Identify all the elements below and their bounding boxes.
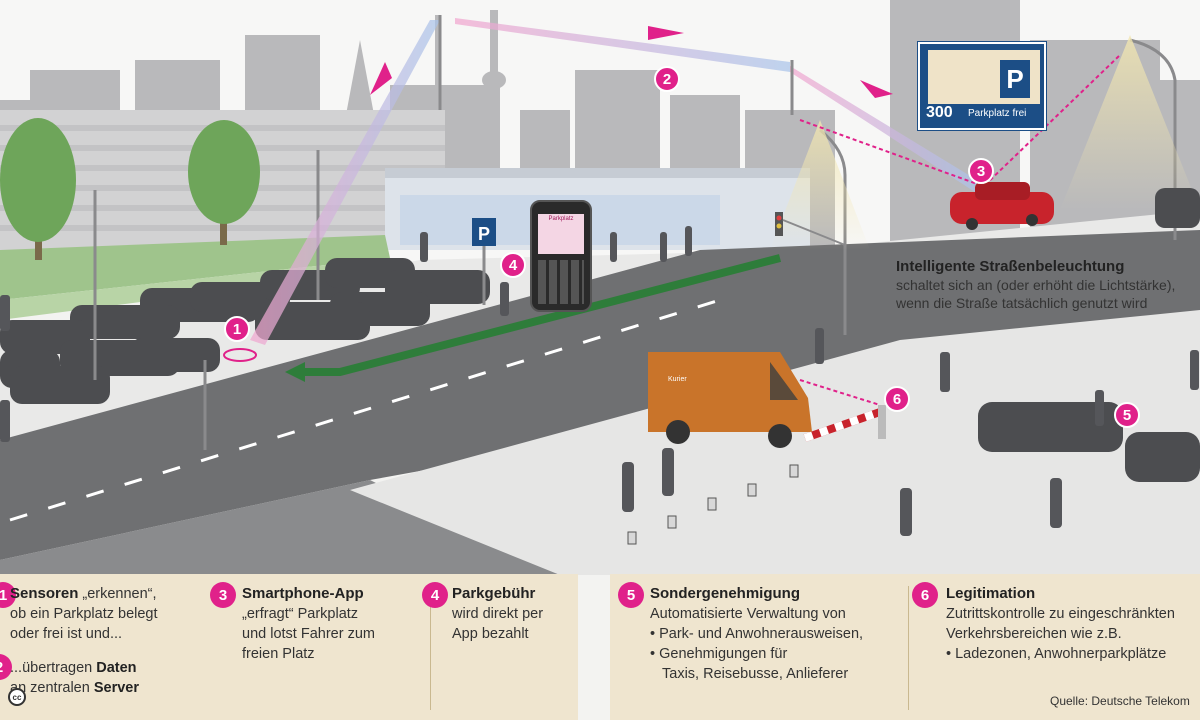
app-line2: und lotst Fahrer zum xyxy=(242,626,375,642)
legend-fee: Parkgebühr wird direkt per App bezahlt xyxy=(452,584,543,644)
sign-panel: P xyxy=(928,50,1040,104)
street-lighting-label: Intelligente Straßenbeleuchtung schaltet… xyxy=(896,258,1200,312)
fee-title: Parkgebühr xyxy=(452,585,536,602)
fee-line2: App bezahlt xyxy=(452,626,529,642)
sensors-title: Sensoren xyxy=(10,585,79,602)
legend-legitimation: Legitimation Zutrittskontrolle zu einges… xyxy=(946,584,1200,664)
app-line3: freien Platz xyxy=(242,646,315,662)
van-brand: Kurier xyxy=(668,376,687,383)
legend-right xyxy=(610,574,1200,720)
app-line1: „erfragt“ Parkplatz xyxy=(242,606,359,622)
legend-badge-1: 1 xyxy=(0,582,16,608)
cc-icon: cc xyxy=(8,688,26,706)
route-arrow xyxy=(300,254,782,376)
street-lighting-line2: wenn die Straße tatsächlich genutzt wird xyxy=(896,295,1148,311)
street-lighting-line1: schaltet sich an (oder erhöht die Lichts… xyxy=(896,277,1176,293)
sign-p-letter: P xyxy=(1000,60,1030,98)
legit-title: Legitimation xyxy=(946,585,1036,602)
parked-cars-right xyxy=(978,402,1200,482)
legend-app: Smartphone-App „erfragt“ Parkplatz und l… xyxy=(242,584,375,664)
data-line2-bold: Server xyxy=(93,680,139,696)
legend-data: ...übertragen Daten an zentralen Server xyxy=(10,658,139,698)
legend-permit: Sondergenehmigung Automatisierte Verwalt… xyxy=(650,584,863,684)
sensors-line3: oder frei ist und... xyxy=(10,626,123,642)
badge-3: 3 xyxy=(968,158,994,184)
sign-free-count: 300 xyxy=(926,104,953,121)
legend-badge-4: 4 xyxy=(422,582,448,608)
permit-bullet2: • Genehmigungen für xyxy=(650,646,788,662)
data-line2-pre: an zentralen xyxy=(10,680,94,696)
delivery-van xyxy=(648,352,812,448)
permit-title: Sondergenehmigung xyxy=(650,585,800,602)
station-building xyxy=(385,168,810,250)
legit-bullet1: • Ladezonen, Anwohnerparkplätze xyxy=(946,646,1167,662)
sensors-line1: „erkennen“, xyxy=(78,586,157,602)
barrier xyxy=(799,379,886,442)
permit-bullet2b: Taxis, Reisebusse, Anlieferer xyxy=(662,666,849,682)
fee-line1: wird direkt per xyxy=(452,606,544,622)
permit-bullet1: • Park- und Anwohnerausweisen, xyxy=(650,626,864,642)
legit-line2: Verkehrsbereichen wie z.B. xyxy=(946,626,1122,642)
red-car xyxy=(950,182,1054,230)
legend-divider xyxy=(430,586,431,710)
cross-road xyxy=(0,480,560,575)
parking-guidance-sign: P 300 Parkplatz frei xyxy=(917,41,1047,131)
badge-2: 2 xyxy=(654,66,680,92)
badge-1: 1 xyxy=(224,316,250,342)
permit-line1: Automatisierte Verwaltung von xyxy=(650,606,846,622)
street-lighting-title: Intelligente Straßenbeleuchtung xyxy=(896,258,1125,275)
app-title: Smartphone-App xyxy=(242,585,364,602)
legit-line1: Zutrittskontrolle zu eingeschränkten xyxy=(946,606,1175,622)
svg-text:P: P xyxy=(478,224,490,244)
badge-5: 5 xyxy=(1114,402,1140,428)
legend-badge-5: 5 xyxy=(618,582,644,608)
legend-badge-2: 2 xyxy=(0,654,12,680)
main-road xyxy=(0,230,1200,560)
sensors-line2: ob ein Parkplatz belegt xyxy=(10,606,158,622)
legend-divider xyxy=(908,586,909,710)
legend-badge-6: 6 xyxy=(912,582,938,608)
legend-sensors: Sensoren „erkennen“, ob ein Parkplatz be… xyxy=(10,584,158,644)
sign-text: Parkplatz frei xyxy=(968,108,1027,119)
legend-left xyxy=(0,574,578,720)
data-line1-bold: Daten xyxy=(96,660,137,676)
source-credit: Quelle: Deutsche Telekom xyxy=(1050,694,1190,708)
legend-badge-3: 3 xyxy=(210,582,236,608)
phone-keypad xyxy=(538,260,584,304)
data-beam xyxy=(250,20,440,345)
data-line1-pre: ...übertragen xyxy=(10,660,97,676)
tree xyxy=(0,118,260,260)
pedestrians xyxy=(0,226,1199,536)
badge-4: 4 xyxy=(500,252,526,278)
phone-screen: Parkplatz xyxy=(538,214,584,254)
badge-6: 6 xyxy=(884,386,910,412)
smartphone: Parkplatz xyxy=(530,200,592,312)
